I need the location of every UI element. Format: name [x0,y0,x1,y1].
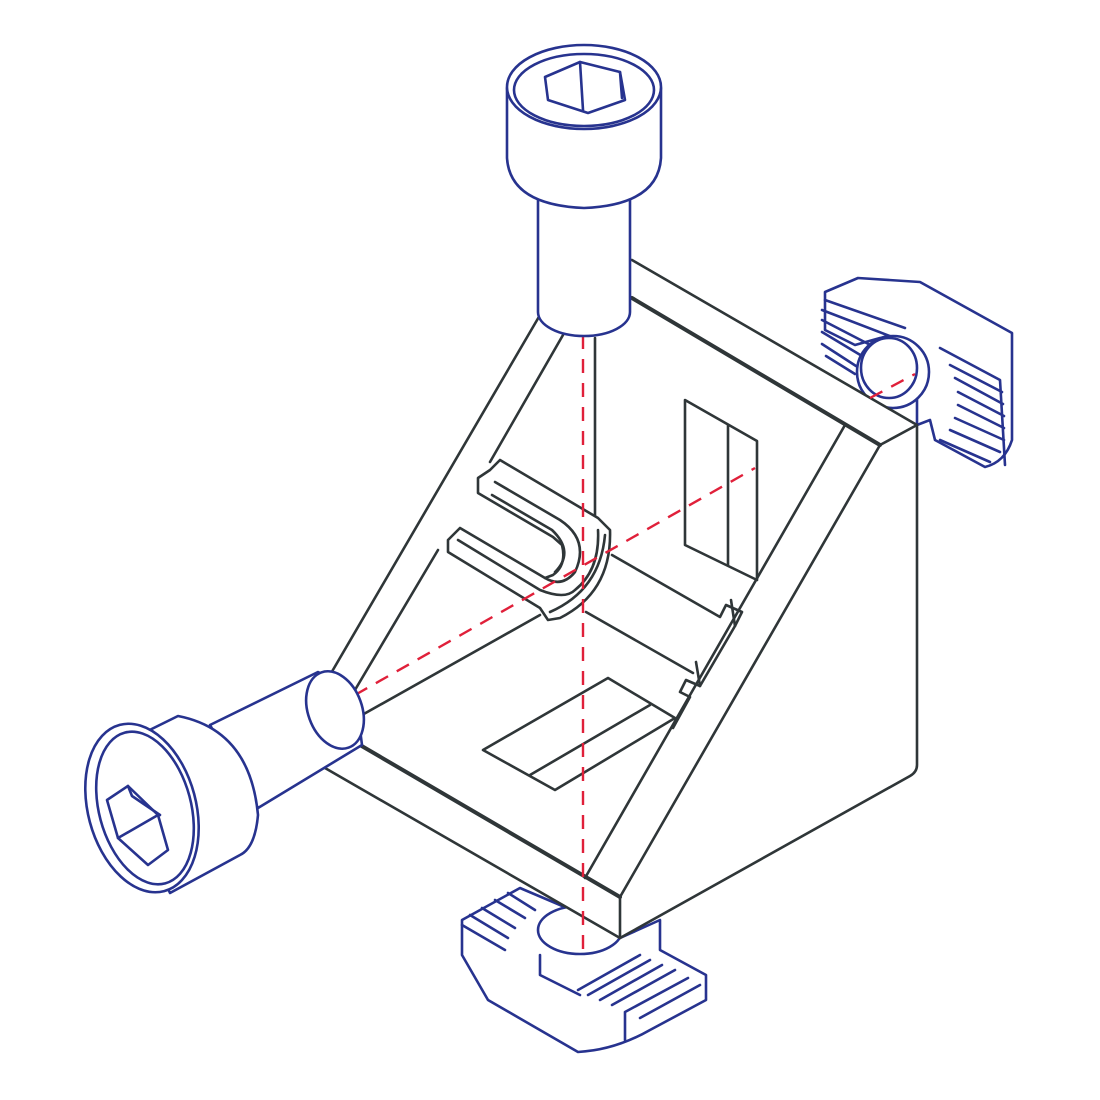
t-nut-right-icon [820,276,1014,469]
socket-head-bolt-left-icon [83,669,366,895]
socket-head-bolt-top-icon [505,43,663,338]
angle-bracket [323,258,919,940]
bolt-axis-lines [354,335,916,955]
